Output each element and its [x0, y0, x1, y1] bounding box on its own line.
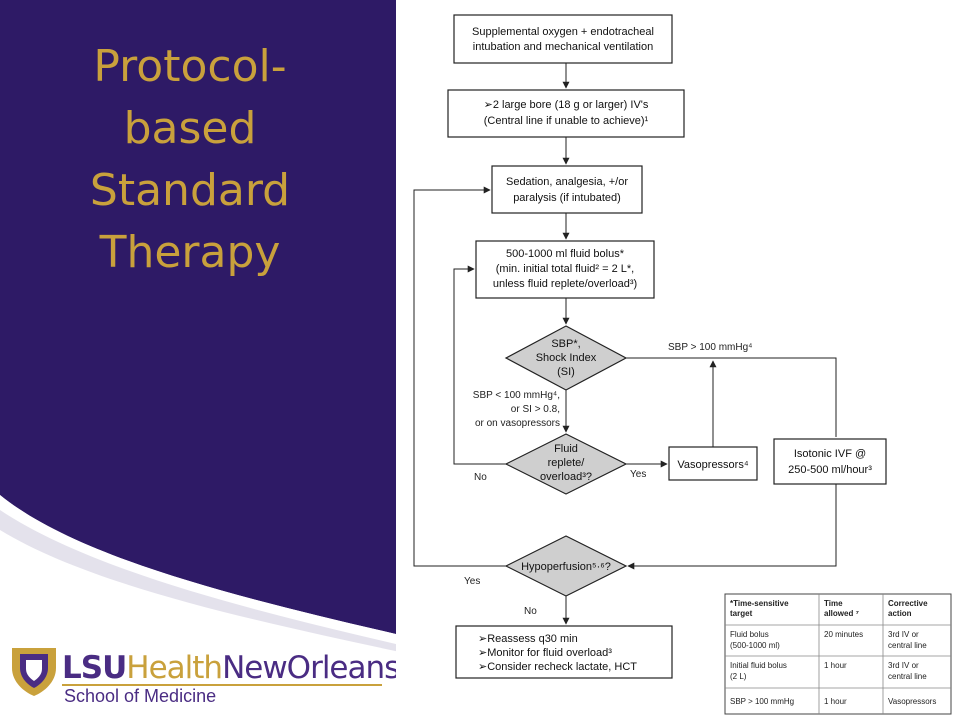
slide-title-line-1: Protocol- — [93, 41, 287, 92]
no-label-1: No — [474, 472, 487, 483]
table-row3-target: SBP > 100 mmHg — [730, 697, 794, 706]
logo-wordmark: LSUHealthNewOrleans — [62, 650, 400, 686]
table-header-target-2: target — [730, 609, 753, 618]
ivf-box-line-2: 250-500 ml/hour³ — [788, 464, 872, 476]
table-row1-action-2: central line — [888, 641, 927, 650]
iv-access-box — [447, 89, 685, 138]
iv-box-line-2: (Central line if unable to achieve)¹ — [484, 115, 649, 127]
table-row2-target-2: (2 L) — [730, 672, 747, 681]
reassess-line-3: ➢Consider recheck lactate, HCT — [478, 661, 637, 673]
diamond2-line-1: Fluid — [554, 443, 578, 455]
logo-health-text: Health — [126, 650, 223, 686]
vasopressors-text: Vasopressors⁴ — [677, 459, 748, 471]
logo-divider — [62, 684, 382, 686]
diamond1-line-2: Shock Index — [536, 352, 597, 364]
table-header-action-2: action — [888, 609, 912, 618]
reassess-box — [455, 625, 673, 679]
isotonic-ivf-box — [773, 438, 887, 485]
yes-label-1: Yes — [630, 469, 646, 480]
bolus-box-line-2: (min. initial total fluid² = 2 L*, — [496, 263, 634, 275]
table-row3-action: Vasopressors — [888, 697, 936, 706]
purple-banner — [0, 0, 400, 635]
fluid-bolus-box — [475, 240, 655, 299]
hypoperfusion-text: Hypoperfusion⁵·⁶? — [521, 561, 611, 573]
sbp-low-label-line-1: SBP < 100 mmHg⁴, — [473, 390, 560, 401]
sedation-box — [491, 165, 643, 214]
table-header-target-1: *Time-sensitive — [730, 599, 789, 608]
table-header-action-1: Corrective — [888, 599, 928, 608]
shield-logo-icon — [12, 648, 56, 696]
sbp-low-label-line-2: or SI > 0.8, — [511, 404, 560, 415]
logo-subtitle: School of Medicine — [64, 686, 217, 706]
sbp-low-label-line-3: or on vasopressors — [475, 418, 560, 429]
sedation-box-line-2: paralysis (if intubated) — [513, 192, 621, 204]
slide-title-line-4: Therapy — [99, 227, 281, 278]
table-row2-time: 1 hour — [824, 661, 847, 670]
table-row1-target-1: Fluid bolus — [730, 630, 769, 639]
reassess-line-2: ➢Monitor for fluid overload³ — [478, 647, 612, 659]
yes-label-2: Yes — [464, 576, 480, 587]
table-row2-action-2: central line — [888, 672, 927, 681]
logo-city-text: NewOrleans — [222, 650, 400, 686]
iv-box-line-1: ➢2 large bore (18 g or larger) IV's — [484, 99, 649, 111]
no-label-2: No — [524, 606, 537, 617]
sweep-shadow — [0, 510, 400, 652]
sbp-ok-label: SBP > 100 mmHg⁴ — [668, 342, 752, 353]
diamond1-line-3: (SI) — [557, 366, 575, 378]
oxygen-box-line-2: intubation and mechanical ventilation — [473, 41, 653, 53]
diamond2-line-2: replete/ — [548, 457, 586, 469]
slide-title-line-2: based — [123, 103, 257, 154]
slide-title-line-3: Standard — [89, 165, 291, 216]
oxygen-box-line-1: Supplemental oxygen + endotracheal — [472, 26, 654, 38]
diamond2-line-3: overload³? — [540, 471, 592, 483]
table-row1-time: 20 minutes — [824, 630, 863, 639]
logo-lsu-text: LSU — [62, 650, 127, 686]
table-row2-target-1: Initial fluid bolus — [730, 661, 787, 670]
fluid-replete-diamond — [504, 433, 628, 495]
ivf-box-line-1: Isotonic IVF @ — [794, 448, 866, 460]
table-header-time-2: allowed ⁷ — [824, 609, 859, 618]
white-sweep — [0, 495, 400, 720]
sedation-box-line-1: Sedation, analgesia, +/or — [506, 176, 628, 188]
table-row2-action-1: 3rd IV or — [888, 661, 919, 670]
table-row1-action-1: 3rd IV or — [888, 630, 919, 639]
bolus-box-line-1: 500-1000 ml fluid bolus* — [506, 248, 625, 260]
reassess-line-1: ➢Reassess q30 min — [478, 633, 578, 645]
vasopressors-box — [668, 446, 758, 481]
table-row3-time: 1 hour — [824, 697, 847, 706]
flowchart-diagram: Supplemental oxygen + endotracheal intub… — [396, 0, 960, 720]
oxygen-intubation-box — [453, 14, 673, 64]
diamond1-line-1: SBP*, — [551, 338, 580, 350]
time-target-table: *Time-sensitive target Time allowed ⁷ Co… — [724, 593, 952, 715]
table-header-time-1: Time — [824, 599, 843, 608]
bolus-box-line-3: unless fluid replete/overload³) — [493, 278, 637, 290]
table-row1-target-2: (500-1000 ml) — [730, 641, 780, 650]
